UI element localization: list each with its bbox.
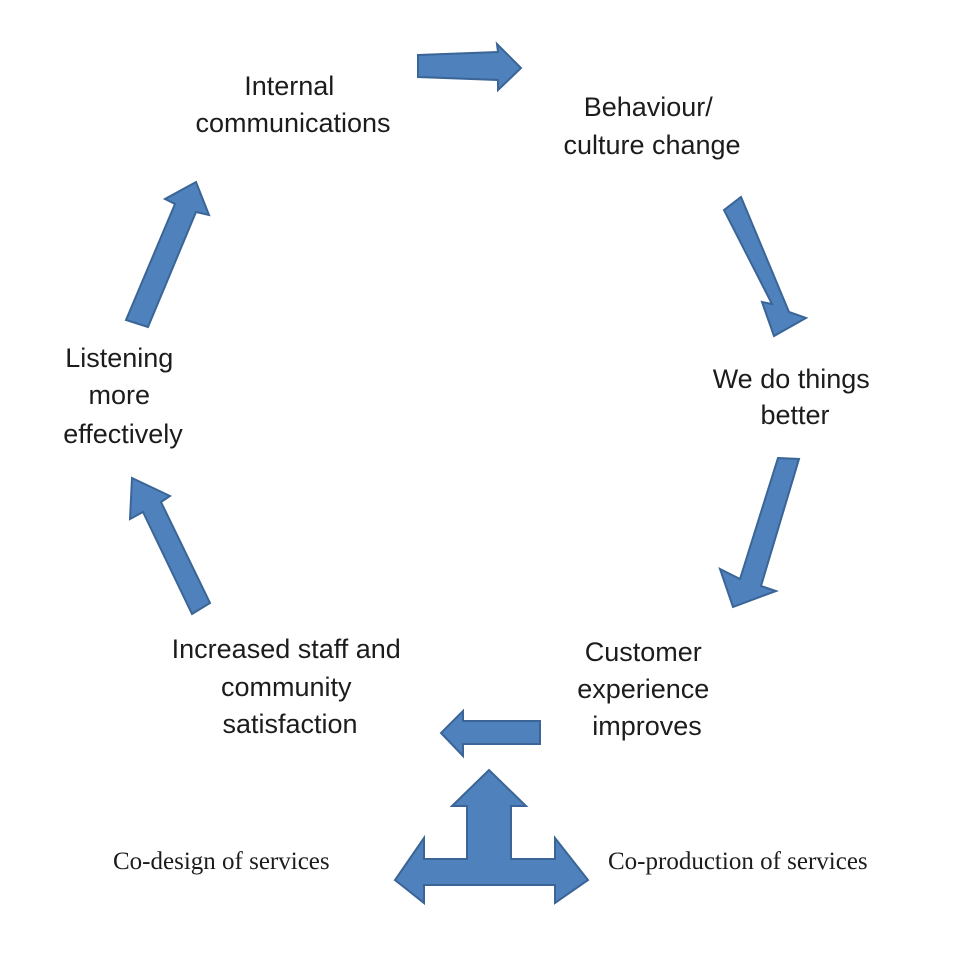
node-line: community bbox=[221, 672, 352, 702]
arrow-customer-to-satisfaction bbox=[439, 708, 541, 759]
node-line: culture change bbox=[563, 130, 740, 160]
node-line: effectively bbox=[63, 419, 183, 449]
arrow-better-to-customer bbox=[718, 456, 801, 609]
node-line: Internal bbox=[244, 71, 334, 101]
arrow-listening-to-internal bbox=[124, 180, 211, 329]
node-line: Increased staff and bbox=[172, 634, 401, 664]
arrow-internal-to-behaviour bbox=[417, 41, 523, 93]
node-listening-more-effectively: Listening more effectively bbox=[63, 343, 183, 449]
node-customer-experience-improves: Customer experience improves bbox=[577, 637, 717, 741]
node-line: more bbox=[88, 380, 150, 410]
node-line: We do things bbox=[713, 364, 870, 394]
three-way-outcome-arrow bbox=[393, 768, 590, 906]
node-line: Customer bbox=[585, 637, 702, 667]
label-co-design: Co-design of services bbox=[113, 848, 330, 875]
node-we-do-things-better: We do things better bbox=[713, 364, 878, 430]
node-line: Listening bbox=[65, 343, 173, 373]
node-line: Behaviour/ bbox=[584, 92, 714, 122]
arrow-behaviour-to-better bbox=[722, 195, 809, 338]
node-line: better bbox=[760, 400, 829, 430]
node-line: communications bbox=[195, 108, 390, 138]
arrow-satisfaction-to-listening bbox=[128, 476, 212, 616]
node-increased-satisfaction: Increased staff and community satisfacti… bbox=[172, 634, 409, 739]
node-line: satisfaction bbox=[222, 709, 357, 739]
node-internal-communications: Internal communications bbox=[195, 71, 390, 138]
node-line: experience bbox=[577, 674, 709, 704]
node-behaviour-culture-change: Behaviour/ culture change bbox=[563, 92, 740, 160]
label-co-production: Co-production of services bbox=[608, 848, 868, 875]
node-line: improves bbox=[592, 711, 702, 741]
